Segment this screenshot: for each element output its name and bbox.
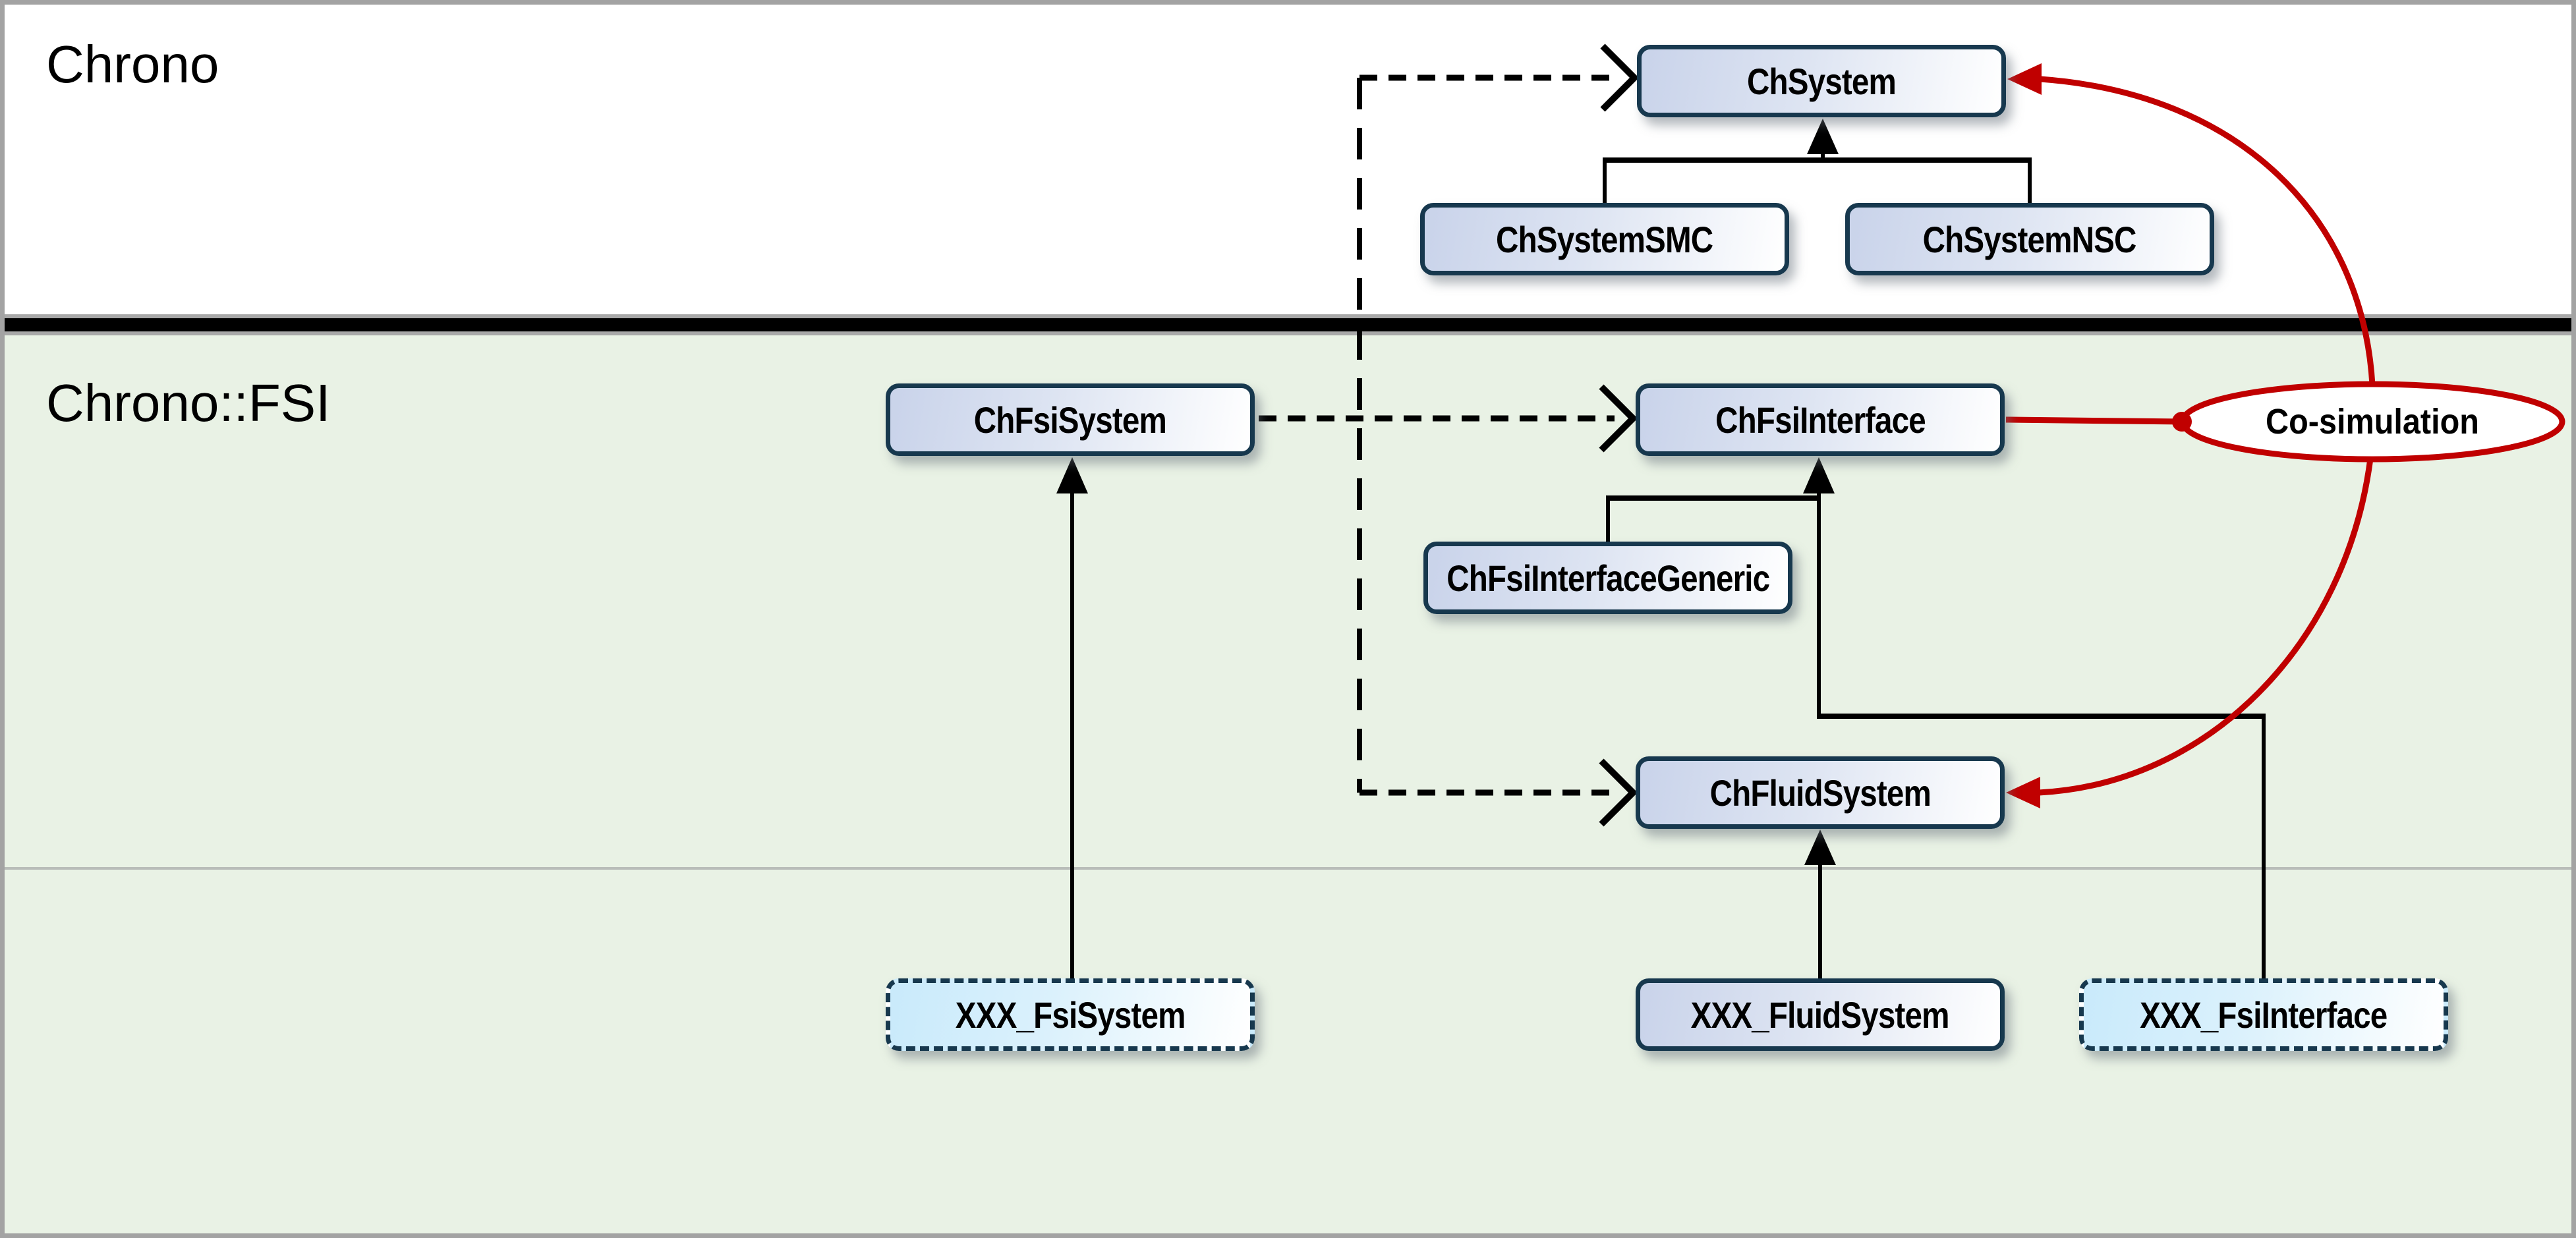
inheritance-fluidsystem — [1804, 830, 1836, 978]
fsi-region-title: Chrono::FSI — [46, 374, 331, 432]
cosimulation-junction-dot — [2172, 412, 2192, 432]
node-label: ChFsiInterface — [1715, 399, 1926, 441]
inheritance-arrowhead — [1807, 119, 1839, 154]
node-label: ChSystemNSC — [1923, 218, 2137, 260]
node-chsystem: ChSystem — [1637, 45, 2006, 117]
region-separator-black-bar — [0, 318, 2576, 331]
inheritance-arrowhead — [1803, 457, 1835, 493]
cosim-curve-to-chsystem — [2040, 76, 2376, 385]
fsi-user-code-divider — [0, 867, 2576, 870]
open-arrowhead-chsystem — [1600, 43, 1640, 112]
open-arrowhead-chfluidsystem — [1599, 758, 1638, 827]
node-chfsisystem: ChFsiSystem — [886, 383, 1255, 456]
cosimulation-label: Co-simulation — [2266, 402, 2479, 441]
node-chfluidsystem: ChFluidSystem — [1636, 756, 2005, 829]
inheritance-arrowhead — [1056, 457, 1088, 493]
inheritance-fsiinterface-tree — [1606, 457, 2266, 978]
node-label: XXX_FsiInterface — [2140, 994, 2388, 1036]
node-label: ChFluidSystem — [1709, 772, 1931, 814]
region-separator-gray-top — [0, 314, 2576, 318]
dashed-links — [1259, 43, 1640, 827]
inheritance-chsystem-tree — [1603, 119, 2032, 203]
node-chsystemsmc: ChSystemSMC — [1420, 203, 1789, 275]
node-label: ChSystem — [1747, 60, 1897, 102]
node-xxx-fluidsystem: XXX_FluidSystem — [1636, 978, 2005, 1051]
node-label: XXX_FsiSystem — [955, 994, 1186, 1036]
cosimulation-links — [2005, 63, 2565, 808]
node-xxx-fsisystem: XXX_FsiSystem — [886, 978, 1255, 1051]
node-xxx-fsiinterface: XXX_FsiInterface — [2079, 978, 2448, 1051]
node-label: ChSystemSMC — [1496, 218, 1713, 260]
cosim-curve-to-chfluidsystem — [2038, 458, 2374, 796]
red-arrowhead-chsystem — [2007, 63, 2042, 95]
inheritance-arrowhead — [1804, 830, 1836, 865]
fsi-region-background — [0, 335, 2576, 1238]
red-arrowhead-chfluidsystem — [2006, 777, 2040, 808]
chrono-region-title: Chrono — [46, 35, 219, 94]
node-chfsiinterfacegeneric: ChFsiInterfaceGeneric — [1423, 542, 1792, 614]
open-arrowhead-chfsiinterface — [1599, 384, 1638, 453]
node-label: ChFsiSystem — [973, 399, 1167, 441]
node-chsystemnsc: ChSystemNSC — [1845, 203, 2214, 275]
cosim-link-chfsiinterface — [2005, 416, 2182, 425]
inheritance-fsisystem — [1056, 457, 1088, 978]
region-separator-gray-bottom — [0, 331, 2576, 335]
node-label: XXX_FluidSystem — [1690, 994, 1950, 1036]
node-chfsiinterface: ChFsiInterface — [1636, 383, 2005, 456]
node-label: ChFsiInterfaceGeneric — [1446, 557, 1770, 599]
